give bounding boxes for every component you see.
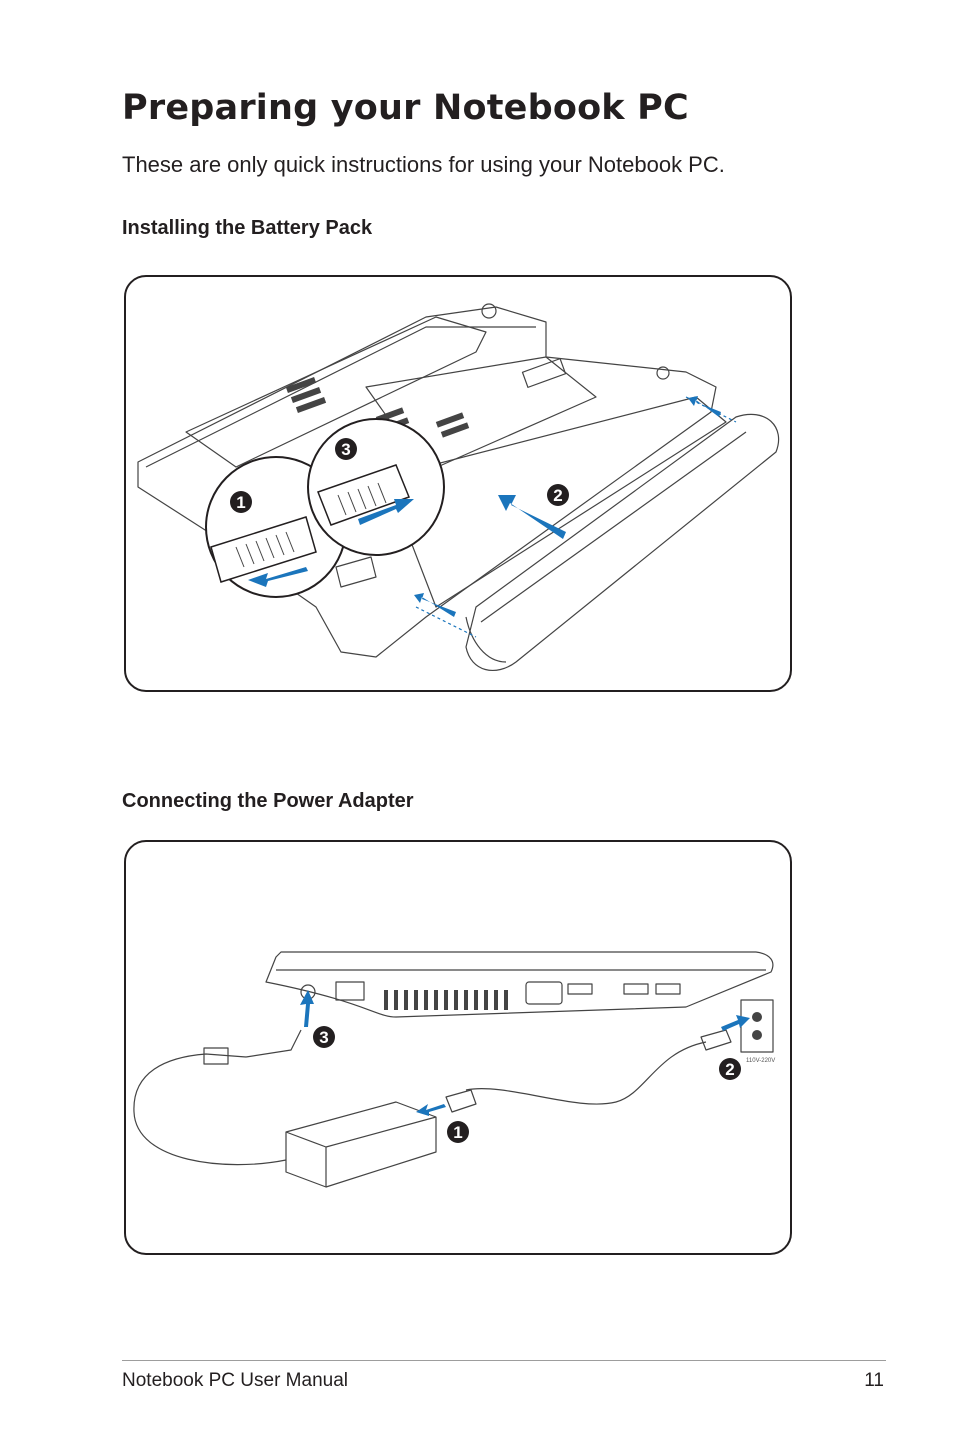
- svg-text:2: 2: [725, 1060, 734, 1079]
- page-title: Preparing your Notebook PC: [122, 88, 689, 128]
- ac-plug: [700, 1029, 732, 1051]
- guide-dashed-left: [415, 606, 477, 638]
- laptop-edge-line: [145, 326, 536, 468]
- insert-arrow-left: [414, 593, 456, 617]
- insert-arrow-main: [498, 495, 566, 539]
- dc-cable: [133, 1053, 287, 1166]
- screw-top: [481, 303, 497, 319]
- outlet-sockets: [752, 1012, 762, 1040]
- side-vents: [384, 990, 508, 1010]
- svg-text:1: 1: [453, 1123, 462, 1142]
- lock-icon-circle: [656, 366, 670, 380]
- ac-cable: [465, 1041, 707, 1105]
- detail-circle-locked: [307, 418, 445, 556]
- svg-text:3: 3: [341, 440, 350, 459]
- usb-port-1: [623, 983, 649, 995]
- battery-latch: [335, 556, 377, 588]
- power-step-1-badge: 1: [447, 1121, 469, 1143]
- battery-installation-figure: 1 2 3: [124, 275, 792, 692]
- power-step-2-badge: 2: [719, 1058, 741, 1080]
- laptop-side-body: [265, 951, 774, 1018]
- power-step-3-badge: 3: [313, 1026, 335, 1048]
- battery-step-2-badge: 2: [547, 484, 569, 506]
- intro-text: These are only quick instructions for us…: [122, 152, 725, 177]
- battery-ridge: [480, 431, 747, 623]
- battery-section-heading: Installing the Battery Pack: [122, 217, 373, 239]
- battery-step-3-badge: 3: [335, 438, 357, 460]
- lan-port: [335, 981, 365, 1001]
- ferrite-core: [203, 1047, 229, 1065]
- power-section-heading: Connecting the Power Adapter: [122, 790, 414, 812]
- battery-step-1-badge: 1: [230, 491, 252, 513]
- memory-compartment: [185, 316, 487, 468]
- arrow-adapter: [416, 1104, 446, 1116]
- battery-installation-illustration: 1 2 3: [137, 303, 780, 671]
- battery-pack: [465, 413, 780, 671]
- vga-port: [525, 981, 563, 1005]
- svg-text:2: 2: [553, 486, 562, 505]
- power-adapter-brick: [285, 1101, 437, 1188]
- footer-divider: [122, 1360, 886, 1361]
- hdmi-port: [567, 983, 593, 995]
- insert-arrow-right: [688, 396, 721, 417]
- arrow-outlet: [721, 1015, 750, 1031]
- svg-text:3: 3: [319, 1028, 328, 1047]
- svg-text:1: 1: [236, 493, 245, 512]
- label-plate: [521, 358, 567, 388]
- insert-arrows: [414, 396, 721, 617]
- arrow-dc-in: [300, 990, 314, 1027]
- footer-page-number: 11: [864, 1370, 884, 1391]
- connect-arrows: [300, 990, 750, 1116]
- outlet-voltage-label: 110V-220V: [746, 1058, 775, 1064]
- wall-outlet: [740, 999, 774, 1053]
- power-adapter-figure: 110V-220V 1 2 3: [124, 840, 792, 1255]
- dc-plug: [245, 1029, 302, 1058]
- usb-port-2: [655, 983, 681, 995]
- footer-manual-name: Notebook PC User Manual: [122, 1370, 348, 1391]
- ac-connector: [445, 1089, 477, 1113]
- power-adapter-illustration: 110V-220V 1 2 3: [133, 951, 775, 1188]
- power-adapter-edge: [285, 1116, 437, 1148]
- battery-bay: [385, 396, 727, 608]
- battery-end-cap: [465, 616, 507, 663]
